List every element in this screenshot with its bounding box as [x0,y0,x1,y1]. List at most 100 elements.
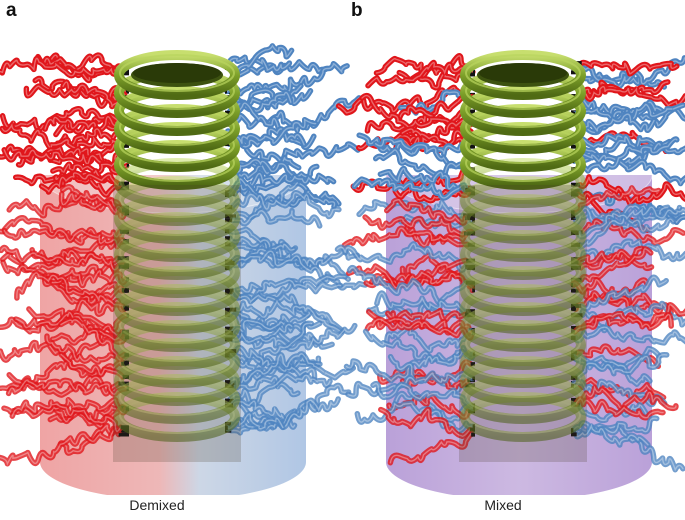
side-chain-highlight [578,385,677,410]
side-chain-highlight [3,149,120,174]
side-chain-highlight [573,355,651,386]
side-chain [229,322,358,353]
side-chain-highlight [25,84,126,108]
core-opening-inner [479,63,567,83]
side-chain [396,104,468,128]
core-ring [114,50,240,100]
panel-b-caption: Mixed [484,497,522,513]
side-chain-highlight [376,292,467,314]
side-chain-highlight [229,63,348,96]
side-chain [9,399,124,434]
side-chain [356,199,466,220]
side-chain-highlight [231,324,356,351]
side-chain-highlight [231,210,321,227]
side-chain [577,174,685,207]
side-chain-highlight [364,330,473,363]
side-chain [346,263,476,294]
side-chain-highlight [230,410,296,435]
side-chain-highlight [581,103,684,122]
side-chain-highlight [44,116,123,131]
side-chain-highlight [379,167,470,195]
side-chain [232,320,315,367]
panel-a-caption: Demixed [129,497,185,513]
side-chain [44,333,128,365]
side-chain [370,380,476,412]
side-chain [233,116,319,147]
side-chain-highlight [398,106,466,126]
side-chain-highlight [578,206,685,238]
side-chain [571,353,653,387]
side-chain-highlight [7,379,128,395]
side-chain-highlight [51,326,123,344]
side-chain-highlight [11,399,122,432]
side-chain-highlight [60,353,124,378]
core-shadow [459,185,587,462]
side-chain [365,59,467,89]
side-chain-highlight [232,97,360,133]
side-chain [378,406,473,440]
side-chain-highlight [343,227,469,246]
side-chain [575,204,685,240]
side-chain [580,96,685,129]
side-chain-highlight [581,61,678,75]
bottlebrush-illustration [0,43,685,495]
side-chain [343,348,476,384]
side-chain-highlight [28,299,126,319]
side-chain-highlight [573,186,660,214]
side-chain [574,351,670,381]
side-chain [573,423,651,448]
side-chain [0,330,128,364]
side-chain-highlight [358,200,464,218]
side-chain-highlight [353,178,467,199]
side-chain-highlight [575,423,649,446]
side-chain-highlight [386,326,472,352]
side-chain [38,170,122,195]
side-chain-highlight [576,85,685,107]
side-chain-highlight [345,350,474,382]
side-chain-highlight [233,250,367,289]
side-chain [384,324,474,354]
side-chain-highlight [576,354,668,379]
side-chain [387,430,475,466]
side-chain-highlight [336,243,467,271]
side-chain-highlight [348,265,474,292]
side-chain-highlight [575,398,664,419]
side-chain-highlight [401,128,474,148]
side-chain-highlight [228,178,336,208]
side-chain-highlight [234,159,318,178]
core-opening-inner [133,63,221,83]
side-chain [0,425,124,467]
side-chain [334,241,469,273]
side-chain [573,151,685,187]
side-chain-highlight [16,272,125,309]
side-chain [578,246,654,283]
side-chain-highlight [375,149,465,176]
side-chain [571,134,649,165]
side-chain [229,43,295,75]
core-shadow [113,185,241,462]
side-chain-highlight [231,44,293,73]
side-chain [341,225,471,248]
side-chain-highlight [235,353,354,386]
side-chain-highlight [0,143,124,164]
side-chain-highlight [228,373,331,405]
side-chain [392,181,472,204]
side-chain-highlight [573,136,647,163]
side-chain-highlight [231,275,346,298]
side-chain [232,351,357,388]
side-chain [383,196,468,226]
side-chain-highlight [389,432,473,464]
side-chain [362,214,467,238]
side-chain [577,203,680,250]
side-chain [579,99,666,136]
side-chain-highlight [367,61,465,87]
side-chain [0,55,124,79]
side-chain [0,142,126,166]
side-chain-highlight [582,98,685,127]
side-chain [228,154,302,181]
side-chain [577,136,680,174]
side-chain [0,244,122,273]
side-chain [233,298,344,335]
side-chain-highlight [1,123,123,149]
